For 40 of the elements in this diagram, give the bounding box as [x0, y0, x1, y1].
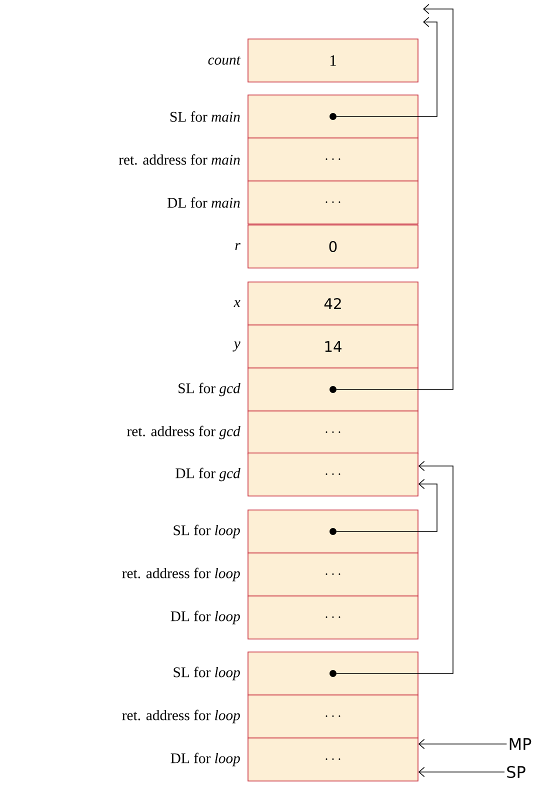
cell-label: DL for loop — [170, 610, 240, 624]
pointer-label: MP — [510, 738, 532, 750]
pointer-label: SP — [507, 766, 526, 778]
memory-cell — [248, 510, 418, 554]
cell-label: SL for main — [170, 111, 240, 122]
memory-cell — [248, 368, 418, 412]
memory-cell: $\cdots$ — [248, 596, 418, 640]
cell-label: SL for gcd — [178, 382, 240, 396]
memory-cell: $\cdots$ — [248, 410, 418, 454]
cell-label: ret. address for loop — [122, 568, 240, 582]
cell-label: y — [232, 342, 240, 352]
cell-label: ret. address for loop — [122, 710, 240, 724]
memory-cell: $\cdots$ — [248, 552, 418, 596]
memory-cell: 14 — [248, 324, 418, 368]
cell-label: r — [235, 243, 240, 250]
cell-label: ret. address for main — [118, 154, 240, 165]
memory-cell: 1 — [248, 38, 418, 82]
memory-cell: $\cdots$ — [248, 180, 418, 224]
pointer-arrow — [336, 460, 454, 674]
memory-cell: 42 — [248, 282, 418, 326]
memory-cell: 0 — [248, 224, 418, 268]
pointer-arrow — [336, 4, 454, 390]
pointer-arrow — [418, 738, 508, 750]
cell-label: SL for loop — [174, 524, 240, 538]
memory-cell: $\cdots$ — [248, 694, 418, 738]
memory-cell: $\cdots$ — [248, 138, 418, 182]
cell-label: count — [208, 56, 241, 65]
pointer-arrow — [418, 766, 505, 778]
pointer-arrow — [336, 16, 438, 117]
memory-cell — [248, 94, 418, 138]
memory-cell — [248, 652, 418, 696]
memory-cell: $\cdots$ — [248, 452, 418, 496]
cell-label: DL for main — [168, 197, 240, 208]
cell-label: SL for loop — [174, 666, 240, 680]
memory-cell: $\cdots$ — [248, 738, 418, 782]
cell-label: ret. address for gcd — [127, 426, 240, 440]
cell-label: x — [234, 300, 240, 307]
cell-label: DL for loop — [170, 752, 240, 766]
cell-label: DL for gcd — [176, 468, 240, 482]
pointer-arrow — [336, 478, 438, 532]
